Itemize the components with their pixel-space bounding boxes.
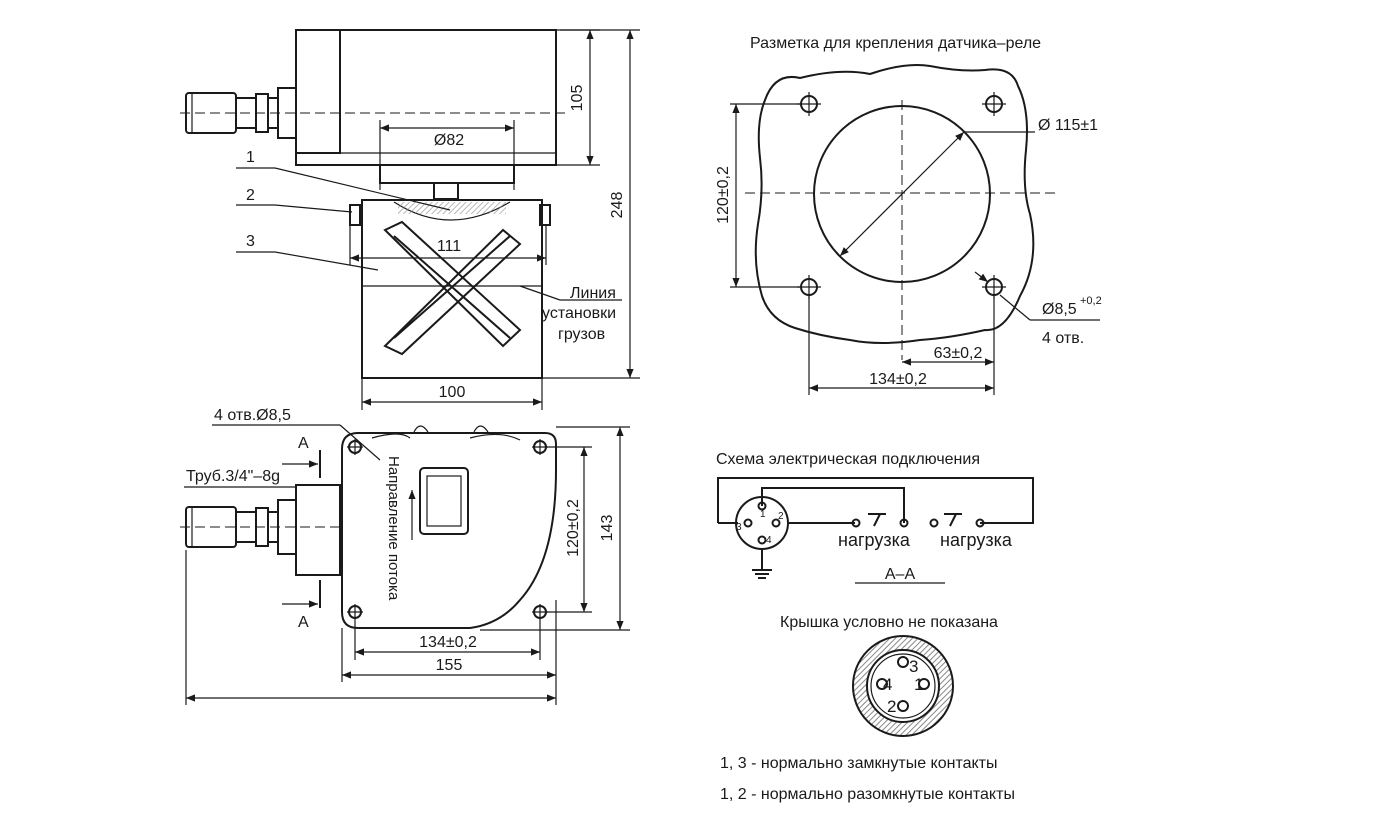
mounting-bolt-holes xyxy=(797,92,1006,299)
wiring-load-2: нагрузка xyxy=(940,530,1013,550)
wiring-title: Схема электрическая подключения xyxy=(716,451,980,468)
connector-pin-3: 3 xyxy=(909,657,918,676)
top-dim-120-label: 120±0,2 xyxy=(565,499,582,557)
weights-line-label-1: Линия xyxy=(570,285,616,302)
dim-105-label: 105 xyxy=(569,85,586,112)
dim-248-label: 248 xyxy=(609,192,626,219)
mounting-hole-dia-label: Ø8,5 xyxy=(1042,301,1077,318)
flow-direction-label: Направление потока xyxy=(385,456,402,601)
connector-view: Крышка условно не показана 3 4 1 2 xyxy=(780,614,998,737)
section-a-top-label: A xyxy=(298,435,309,452)
mounting-plate-outline xyxy=(754,64,1035,344)
wiring-pin-4: 4 xyxy=(766,535,772,546)
mounting-dim-134-label: 134±0,2 xyxy=(869,371,927,388)
mounting-hole-tol-label: +0,2 xyxy=(1080,295,1102,307)
mounting-markup: Разметка для крепления датчика–реле Ø 11… xyxy=(715,35,1102,395)
top-switch-window xyxy=(419,467,469,535)
top-dim-134-label: 134±0,2 xyxy=(419,634,477,651)
callout-1: 1 xyxy=(246,149,255,166)
wiring-pin-2: 2 xyxy=(778,511,784,522)
connector-pin-2: 2 xyxy=(887,697,896,716)
top-dim-155-label: 155 xyxy=(436,657,463,674)
top-housing xyxy=(341,432,557,629)
legend-nc: 1, 3 - нормально замкнутые контакты xyxy=(720,755,998,772)
top-mounting-holes xyxy=(347,439,548,620)
callout-3: 3 xyxy=(246,233,255,250)
wiring-scheme: Схема электрическая подключения 1 2 3 4 … xyxy=(716,451,1034,584)
connector-pin-4: 4 xyxy=(883,675,892,694)
mounting-holes-count-label: 4 отв. xyxy=(1042,330,1084,347)
dim-111-label: 111 xyxy=(437,238,461,255)
top-pipe-fitting xyxy=(185,484,341,576)
wiring-pin-3: 3 xyxy=(736,522,742,533)
callout-2: 2 xyxy=(246,187,255,204)
side-weight-box xyxy=(349,199,551,379)
top-view: 4 отв.Ø8,5 A A Труб.3/4"–8g Направление … xyxy=(180,407,630,705)
wiring-pin-1: 1 xyxy=(760,509,766,520)
contacts-legend: 1, 3 - нормально замкнутые контакты 1, 2… xyxy=(720,755,1015,803)
mounting-center-hole xyxy=(813,105,991,283)
mounting-dim-120-label: 120±0,2 xyxy=(715,166,732,224)
wiring-switch-2 xyxy=(929,513,985,528)
side-view: 105 248 Ø82 111 100 1 2 3 Линия установк… xyxy=(180,29,640,410)
dim-100-label: 100 xyxy=(439,384,466,401)
weights-line-label-2: установки xyxy=(542,305,616,322)
pipe-thread-label: Труб.3/4"–8g xyxy=(186,468,280,485)
side-upper-housing xyxy=(295,29,557,166)
legend-no: 1, 2 - нормально разомкнутые контакты xyxy=(720,786,1015,803)
mounting-dia-115-label: Ø 115±1 xyxy=(1038,117,1098,134)
side-callout-leaders xyxy=(236,167,622,301)
dim-82-label: Ø82 xyxy=(434,132,464,149)
section-aa-label: А–А xyxy=(885,566,916,583)
mounting-title: Разметка для крепления датчика–реле xyxy=(750,35,1041,52)
cover-note: Крышка условно не показана xyxy=(780,614,998,631)
section-a-bottom-label: A xyxy=(298,614,309,631)
mounting-dim-63-label: 63±0,2 xyxy=(934,345,983,362)
top-dim-143-label: 143 xyxy=(599,515,616,542)
side-dimensions xyxy=(349,29,640,410)
holes-count-label: 4 отв.Ø8,5 xyxy=(214,407,291,424)
connector-pin-1: 1 xyxy=(914,675,923,694)
wiring-load-1: нагрузка xyxy=(838,530,911,550)
weights-line-label-3: грузов xyxy=(558,326,605,343)
wiring-switch-1 xyxy=(851,513,909,528)
top-dimensions xyxy=(185,426,630,705)
